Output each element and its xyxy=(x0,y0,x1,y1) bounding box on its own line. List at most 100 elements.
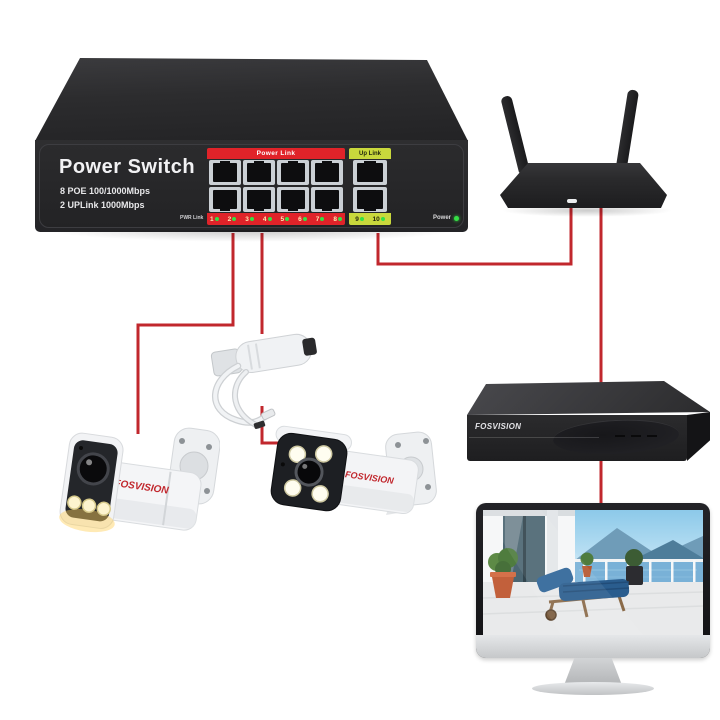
port-led xyxy=(214,217,219,221)
port-indicator-9: 9 xyxy=(355,216,364,223)
port-number: 8 xyxy=(333,215,337,223)
plant-small xyxy=(580,552,594,577)
uplink-ports xyxy=(349,159,391,213)
rj45-port-2 xyxy=(209,187,241,212)
poe-port-strip: 1 2 3 4 5 6 7 8 xyxy=(207,213,345,225)
camera-lens xyxy=(76,452,110,486)
switch-spec-line-2: 2 UPLink 1000Mbps xyxy=(60,200,145,210)
port-indicator-1: 1 xyxy=(210,216,219,223)
camera-led xyxy=(288,445,307,464)
port-indicator-4: 4 xyxy=(263,216,272,223)
port-number: 3 xyxy=(245,215,249,223)
nvr-highlight-line xyxy=(469,437,599,438)
port-indicator-3: 3 xyxy=(245,216,254,223)
router-led xyxy=(567,199,577,203)
nvr-recorder: FOSVISION xyxy=(460,380,712,466)
bullet-camera-2: FOSVISION xyxy=(270,425,437,515)
monitor-screen xyxy=(483,510,703,635)
port-number: 5 xyxy=(280,215,285,223)
camera-body: FOSVISION xyxy=(59,432,202,533)
camera-led xyxy=(314,445,333,463)
router-antenna-left xyxy=(500,94,530,174)
camera-led xyxy=(311,485,329,503)
plant-dark-pot xyxy=(625,549,643,585)
rj45-port-3 xyxy=(243,160,275,185)
port-led xyxy=(359,217,364,221)
nvr-indicator-slot xyxy=(631,435,641,437)
port-led xyxy=(320,217,325,221)
port-number: 7 xyxy=(315,215,320,223)
poe-ports-grid xyxy=(207,159,345,213)
monitor-base xyxy=(532,682,654,695)
uplink-group-label: Up Link xyxy=(349,148,391,159)
port-number: 4 xyxy=(262,215,267,223)
camera-led xyxy=(67,495,82,510)
port-indicator-2: 2 xyxy=(228,216,237,223)
camera-body: FOSVISION xyxy=(270,425,419,515)
poe-group-label: Power Link xyxy=(207,148,345,159)
power-label: Power xyxy=(433,215,452,221)
router-body xyxy=(500,163,667,208)
switch-spec-line-1: 8 POE 100/1000Mbps xyxy=(60,186,151,196)
rj45-port-10 xyxy=(353,187,387,212)
port-indicator-7: 7 xyxy=(316,216,325,223)
port-indicator-10: 10 xyxy=(372,215,385,223)
router-antenna-right xyxy=(615,89,640,174)
port-led xyxy=(338,217,342,221)
wifi-router xyxy=(493,86,689,222)
monitor-stand xyxy=(564,658,622,684)
screen-scene-terrace xyxy=(483,510,703,635)
uplink-port-strip: 9 10 xyxy=(349,213,391,225)
port-number: 2 xyxy=(227,215,232,223)
rj45-port-9 xyxy=(353,160,387,185)
port-number: 6 xyxy=(298,215,302,223)
splitter-cables xyxy=(212,362,276,430)
nvr-front-panel: FOSVISION xyxy=(467,415,687,461)
port-led xyxy=(285,217,290,221)
nvr-side-face xyxy=(687,412,710,461)
uplink-port-group: Up Link 9 10 xyxy=(349,148,391,226)
nvr-top-face xyxy=(467,381,710,415)
bullet-camera-1: FOSVISION xyxy=(59,427,220,533)
port-indicator-6: 6 xyxy=(298,216,307,223)
poe-port-group: Power Link 1 2 3 4 5 6 xyxy=(207,148,345,226)
power-led xyxy=(454,215,460,221)
desktop-monitor xyxy=(476,503,712,695)
nvr-indicator-slot xyxy=(647,435,657,437)
rj45-port-6 xyxy=(277,187,309,212)
rj45-port-7 xyxy=(311,160,343,185)
port-led xyxy=(380,217,385,221)
port-led xyxy=(302,217,307,221)
power-indicator: Power xyxy=(433,215,460,221)
port-led xyxy=(267,217,272,221)
switch-top-face xyxy=(35,58,468,141)
port-led xyxy=(232,217,237,221)
plant-terracotta xyxy=(488,548,518,598)
camera-lens xyxy=(294,457,324,487)
port-indicator-5: 5 xyxy=(281,216,290,223)
camera-led xyxy=(283,479,302,497)
port-number: 1 xyxy=(210,215,214,223)
nvr-indicator-slot xyxy=(615,435,625,437)
camera-led xyxy=(96,501,112,517)
camera-led xyxy=(81,498,97,513)
monitor-frame xyxy=(476,503,710,658)
rj45-port-1 xyxy=(209,160,241,185)
switch-title: Power Switch xyxy=(59,156,196,178)
poe-splitter xyxy=(210,333,317,430)
port-led xyxy=(249,217,254,221)
rj45-port-4 xyxy=(243,187,275,212)
switch-front-panel: Power Switch 8 POE 100/1000Mbps 2 UPLink… xyxy=(35,140,468,242)
pwr-link-label: PWR Link xyxy=(180,215,204,221)
wire-switch-to-router xyxy=(376,208,573,266)
wire-switch-to-camera-1 xyxy=(136,233,235,434)
port-indicator-8: 8 xyxy=(333,216,342,223)
rj45-port-5 xyxy=(277,160,309,185)
lounge-chair xyxy=(536,567,630,621)
port-number: 9 xyxy=(355,215,359,223)
rj45-port-8 xyxy=(311,187,343,212)
nvr-brand-text: FOSVISION xyxy=(475,422,522,431)
port-number: 10 xyxy=(372,215,380,223)
poe-switch: Power Switch 8 POE 100/1000Mbps 2 UPLink… xyxy=(35,55,468,242)
